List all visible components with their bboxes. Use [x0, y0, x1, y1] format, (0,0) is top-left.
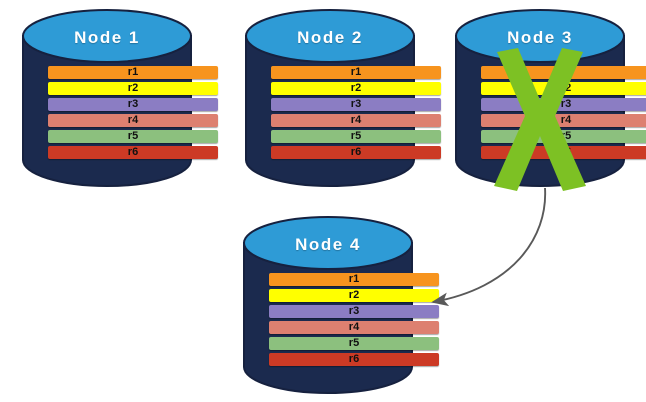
data-row-label: r1	[350, 66, 362, 78]
data-row[interactable]: r5	[48, 130, 218, 143]
cylinder-top	[243, 216, 413, 270]
cylinder-top	[245, 9, 415, 63]
row-stack: r1 r2 r3 r4 r5 r6	[22, 66, 244, 159]
data-row[interactable]: r3	[269, 305, 439, 318]
node-cylinder-node3[interactable]: Node 3 r1 r2 r3 r4 r5 r6	[455, 8, 646, 191]
data-row[interactable]: r3	[48, 98, 218, 111]
data-row-label: r1	[560, 66, 572, 78]
data-row-label: r6	[127, 146, 139, 158]
node-cylinder-node4[interactable]: Node 4 r1 r2 r3 r4 r5 r6	[243, 215, 439, 395]
node-cylinder-node2[interactable]: Node 2 r1 r2 r3 r4 r5 r6	[245, 8, 441, 188]
data-row-label: r5	[127, 130, 139, 142]
data-row-label: r4	[348, 321, 360, 333]
data-row[interactable]: r2	[48, 82, 218, 95]
data-row-label: r1	[127, 66, 139, 78]
data-row[interactable]: r6	[481, 146, 646, 159]
data-row-label: r1	[348, 273, 360, 285]
data-row-label: r2	[560, 82, 572, 94]
data-row[interactable]: r4	[271, 114, 441, 127]
data-row[interactable]: r5	[269, 337, 439, 350]
data-row[interactable]: r2	[271, 82, 441, 95]
cylinder-top	[455, 9, 625, 63]
data-row[interactable]: r6	[271, 146, 441, 159]
data-row-label: r6	[348, 353, 360, 365]
data-row-label: r6	[350, 146, 362, 158]
node-cylinder-node1[interactable]: Node 1 r1 r2 r3 r4 r5 r6	[22, 8, 218, 188]
row-stack: r1 r2 r3 r4 r5 r6	[243, 273, 465, 366]
data-row[interactable]: r4	[481, 114, 646, 127]
data-row-label: r5	[350, 130, 362, 142]
data-row-label: r2	[348, 289, 360, 301]
data-row[interactable]: r5	[271, 130, 441, 143]
data-row-label: r4	[127, 114, 139, 126]
data-row[interactable]: r6	[48, 146, 218, 159]
data-row[interactable]: r6	[269, 353, 439, 366]
data-row[interactable]: r4	[48, 114, 218, 127]
data-row-label: r6	[560, 146, 572, 158]
data-row[interactable]: r1	[48, 66, 218, 79]
data-row-label: r5	[560, 130, 572, 142]
data-row-label: r3	[348, 305, 360, 317]
cylinder-top	[22, 9, 192, 63]
data-row-label: r3	[127, 98, 139, 110]
row-stack: r1 r2 r3 r4 r5 r6	[245, 66, 467, 159]
data-row[interactable]: r5	[481, 130, 646, 143]
data-row[interactable]: r1	[481, 66, 646, 79]
data-row[interactable]: r2	[481, 82, 646, 95]
data-row-label: r3	[350, 98, 362, 110]
data-row[interactable]: r3	[481, 98, 646, 111]
data-row-label: r3	[560, 98, 572, 110]
data-row[interactable]: r2	[269, 289, 439, 302]
data-row-label: r5	[348, 337, 360, 349]
data-row[interactable]: r1	[269, 273, 439, 286]
data-row-label: r2	[350, 82, 362, 94]
data-row-label: r2	[127, 82, 139, 94]
data-row-label: r4	[350, 114, 362, 126]
data-row[interactable]: r3	[271, 98, 441, 111]
data-row[interactable]: r4	[269, 321, 439, 334]
data-row-label: r4	[560, 114, 572, 126]
data-row[interactable]: r1	[271, 66, 441, 79]
row-stack: r1 r2 r3 r4 r5 r6	[455, 66, 646, 159]
